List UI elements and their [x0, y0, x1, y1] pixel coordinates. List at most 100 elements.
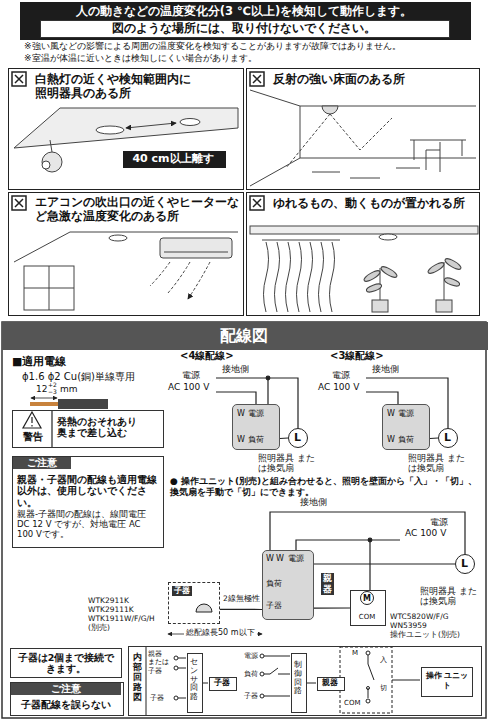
internal-circuit [392, 680, 420, 681]
unit-tag: 親器 [317, 677, 345, 691]
switch-unit-text: W [237, 409, 245, 419]
model-note: 操作ユニット(別売) [390, 630, 460, 639]
air-conditioner [14, 232, 238, 310]
circuit-label: 入 [380, 656, 387, 664]
air-conditioner [24, 266, 74, 310]
model-number: WTK29111K [88, 605, 134, 614]
internal-circuit [146, 646, 147, 716]
wire [314, 563, 455, 564]
curtains-plants [444, 257, 463, 271]
master-unit-text: 親器 [321, 573, 334, 595]
warning-box-text: 発熱のおそれあり 奥まで差し込む [57, 416, 139, 439]
terminal-label: 電源 [332, 370, 350, 381]
caution-box-text: 子器配線を誤らない [11, 699, 121, 711]
terminal-label: 接地側 [372, 364, 399, 375]
caution-box-text: ご注意 [11, 683, 121, 695]
internal-circuit [264, 656, 316, 696]
distance-tag: 40 cm以上離す [123, 151, 226, 168]
unit-tag: 操作 ユニット [421, 667, 473, 697]
warning-panel: 反射の強い床面のある所 [246, 68, 480, 190]
air-conditioner [160, 238, 232, 258]
internal-circuit [367, 687, 370, 690]
air-conditioner [24, 266, 74, 310]
note-box: 子器は2個まで接続できます。 [10, 648, 122, 678]
curtains-plants [443, 276, 460, 287]
ceiling-lights [42, 152, 62, 172]
caution-box-text: 親器・子器間の配線も適用電線以外は、使用しないでください。 [17, 474, 159, 508]
supply-wires [196, 604, 212, 612]
internal-circuit [366, 699, 370, 703]
ceiling-lights [14, 108, 238, 172]
distance-tag-text: 40 cm以上離す [123, 152, 223, 165]
switch-unit: W電源W負荷 [232, 404, 280, 450]
switch-unit-text: 電源 [398, 409, 414, 419]
cross-icon [253, 199, 261, 207]
caution-box-text: ご注意 [13, 457, 71, 469]
model-number: WTK1911W/F/G/H [88, 614, 155, 623]
lamp-symbol-text: L [456, 557, 473, 570]
ceiling-lights [14, 108, 238, 148]
curtains-plants [363, 269, 382, 283]
lamp-symbol: L [455, 554, 475, 574]
section-frame [2, 322, 486, 718]
tolerance: +2 [48, 381, 57, 388]
internal-circuit [260, 694, 264, 698]
switch-unit-text: W [387, 409, 395, 419]
warning-icon [31, 417, 32, 427]
wire [280, 437, 288, 439]
reflective-floor-room [286, 114, 392, 168]
ceiling-lights [50, 140, 52, 152]
air-conditioner [150, 262, 210, 299]
dimension: 12 [36, 384, 47, 395]
diagram-title: <3線配線> [330, 350, 384, 362]
section-frame [2, 322, 486, 718]
model-number: WTC5820W/F/G [390, 612, 448, 621]
note-text: ※室温が体温に近いときは検知しにくい場合があります。 [24, 53, 474, 64]
internal-circuit [146, 646, 420, 716]
voltage-label: AC 100 V [405, 528, 446, 539]
wire [430, 437, 438, 439]
note-text: ※強い風などの影響による周囲の温度変化を検知することがありますが故障ではありませ… [24, 41, 474, 52]
notice-box-text: 図のような場所には、取り付けないでください。 [41, 21, 447, 35]
cross-icon [12, 196, 26, 210]
wire [314, 607, 350, 608]
model-note: (別売) [88, 623, 110, 632]
circuit-label: M [352, 649, 358, 657]
caution-box: ご注意子器配線を誤らない [10, 682, 124, 716]
tolerance: −3 [48, 388, 57, 395]
terminal-label: 電源 [182, 370, 200, 381]
circuit-label: 親器 または 子器 [148, 650, 170, 675]
air-conditioner [164, 252, 228, 253]
reflective-floor-room [312, 168, 420, 178]
spec-heading: ■適用電線 [12, 355, 66, 368]
note-text: ● 操作ユニット(別売)と組み合わせると、照明を壁面から「入」・「切」、換気扇を… [170, 476, 480, 498]
cross-icon [12, 72, 26, 86]
switch-unit-text: 負荷 [398, 435, 414, 445]
ceiling-lights [42, 161, 50, 169]
model-number: WTK2911K [88, 596, 129, 605]
internal-circuit [174, 696, 178, 700]
curtains-plants [427, 261, 446, 275]
voltage-label: AC 100 V [318, 382, 359, 393]
load-label: 照明器具 または換気扇 [408, 453, 466, 473]
supply-wires [266, 376, 270, 380]
internal-circuit [174, 656, 178, 660]
load-label: 照明器具 または換気扇 [420, 586, 478, 606]
reflective-floor-room [410, 140, 466, 172]
internal-circuit [260, 672, 264, 676]
warning-panel-text: ゆれるもの、動くものが置かれる所 [273, 196, 473, 210]
operation-unit-text: COM [351, 613, 383, 621]
circuit-block-text: 制御回路 [294, 661, 302, 696]
circuit-block: センサ回路 [187, 653, 203, 713]
circuit-label: 子器 [150, 694, 164, 702]
wire-sample [58, 399, 108, 409]
wire-note: 2線無極性 [223, 594, 260, 603]
circuit-label: 電源 [244, 652, 258, 660]
wire [220, 609, 262, 610]
model-number: WN53959 [390, 621, 427, 630]
curtains-plants [380, 265, 399, 279]
curtains-plants [372, 300, 388, 312]
circuit-label: 切 [380, 684, 387, 692]
reflective-floor-room [250, 90, 476, 186]
